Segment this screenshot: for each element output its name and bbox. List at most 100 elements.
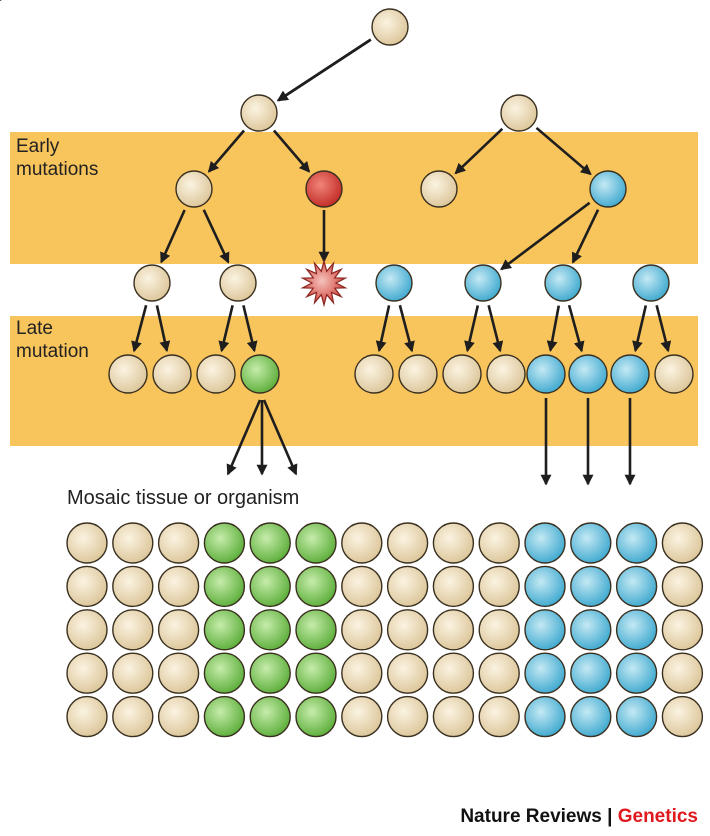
normal-cell-4-4: [354, 354, 394, 394]
tissue-cell-normal: [157, 609, 200, 651]
division-arrow: [242, 305, 258, 353]
tissue-cell-normal: [341, 565, 383, 608]
blue-cell-4-9: [568, 354, 608, 394]
tissue-cell-blue: [615, 652, 658, 694]
normal-cell-2-0: [175, 170, 213, 208]
division-arrow: [218, 305, 234, 353]
tissue-cell-normal: [66, 652, 108, 694]
lineage-arrows: [131, 38, 672, 486]
tissue-cell-blue: [615, 522, 658, 564]
lineage-cells: [108, 8, 694, 394]
tissue-cell-normal: [386, 695, 429, 738]
tissue-cell-green: [295, 609, 337, 651]
division-arrow: [567, 304, 585, 353]
normal-cell-4-1: [152, 354, 192, 394]
tissue-cell-normal: [386, 609, 429, 651]
normal-cell-1-1: [500, 94, 538, 132]
early-mutations-label-line-1: Early: [16, 136, 60, 157]
tissue-cell-green: [203, 609, 246, 651]
tissue-cell-green: [203, 522, 246, 564]
blue-cell-4-10: [610, 354, 650, 394]
tissue-arrow: [262, 399, 298, 476]
tissue-cell-green: [295, 522, 337, 564]
blue-cell-4-8: [526, 354, 566, 394]
tissue-cell-normal: [478, 652, 520, 694]
late-mutation-label: Late mutation: [16, 318, 89, 362]
tissue-cell-green: [295, 695, 337, 738]
tissue-cell-normal: [478, 695, 520, 738]
tissue-cell-blue: [615, 565, 658, 608]
tissue-cell-normal: [341, 522, 383, 564]
normal-cell-4-0: [108, 354, 148, 394]
tissue-cell-green: [249, 652, 291, 694]
division-arrow: [535, 126, 592, 176]
tissue-cell-normal: [157, 652, 200, 694]
tissue-cell-blue: [570, 695, 612, 738]
division-arrow: [487, 304, 504, 353]
tissue-cell-green: [295, 652, 337, 694]
tissue-cell-normal: [157, 522, 200, 564]
tissue-arrow: [226, 399, 262, 476]
tissue-cell-normal: [661, 695, 704, 738]
division-arrow: [632, 305, 648, 353]
division-arrow: [398, 304, 415, 353]
tissue-cell-normal: [112, 609, 154, 651]
tissue-cell-blue: [570, 609, 612, 651]
red-cell-2-1: [305, 170, 343, 208]
division-arrow: [500, 201, 591, 271]
tissue-cell-normal: [386, 565, 429, 608]
early-mutations-label: Early mutations: [16, 136, 98, 180]
journal-section: Genetics: [617, 806, 698, 827]
tissue-cell-green: [249, 609, 291, 651]
division-arrow: [207, 129, 246, 173]
blue-cell-3-6: [632, 264, 670, 302]
division-arrow: [454, 127, 504, 175]
tissue-cell-normal: [661, 652, 704, 694]
tissue-cell-blue: [615, 609, 658, 651]
tissue-cell-normal: [432, 609, 475, 651]
credit-separator: |: [607, 806, 613, 827]
tissue-cell-normal: [661, 565, 704, 608]
normal-cell-4-11: [654, 354, 694, 394]
tissue-cell-normal: [341, 609, 383, 651]
tissue-cell-normal: [478, 522, 520, 564]
tissue-cell-normal: [386, 522, 429, 564]
tissue-cell-normal: [432, 522, 475, 564]
tissue-cell-normal: [112, 565, 154, 608]
blue-cell-3-4: [464, 264, 502, 302]
division-arrow: [160, 209, 186, 264]
early-mutations-label-line-2: mutations: [16, 159, 98, 180]
division-arrow: [655, 304, 672, 353]
tissue-cell-normal: [66, 695, 108, 738]
blue-cell-3-3: [375, 264, 413, 302]
green-cell-4-3: [240, 354, 280, 394]
normal-cell-3-0: [133, 264, 171, 302]
division-arrow: [155, 305, 171, 353]
tissue-cell-normal: [112, 522, 154, 564]
tissue-cell-normal: [432, 695, 475, 738]
late-mutation-label-line-2: mutation: [16, 341, 89, 362]
tissue-cell-green: [203, 652, 246, 694]
division-arrow: [546, 305, 561, 353]
tissue-cell-blue: [570, 565, 612, 608]
normal-cell-4-6: [442, 354, 482, 394]
division-arrow: [375, 305, 391, 353]
dead-cell-3-2: [300, 258, 348, 308]
normal-cell-4-7: [486, 354, 526, 394]
division-arrow: [276, 38, 372, 102]
tissue-cell-blue: [524, 609, 566, 651]
tissue-cell-normal: [66, 522, 108, 564]
tissue-cell-green: [249, 522, 291, 564]
normal-cell-0-0: [371, 8, 409, 46]
normal-cell-3-1: [219, 264, 257, 302]
tissue-cell-normal: [112, 652, 154, 694]
tissue-cell-green: [249, 565, 291, 608]
tissue-cell-normal: [341, 695, 383, 738]
tissue-cell-normal: [661, 609, 704, 651]
division-arrow: [571, 209, 600, 264]
tissue-cell-normal: [66, 609, 108, 651]
division-arrow: [464, 305, 480, 353]
normal-cell-4-2: [196, 354, 236, 394]
